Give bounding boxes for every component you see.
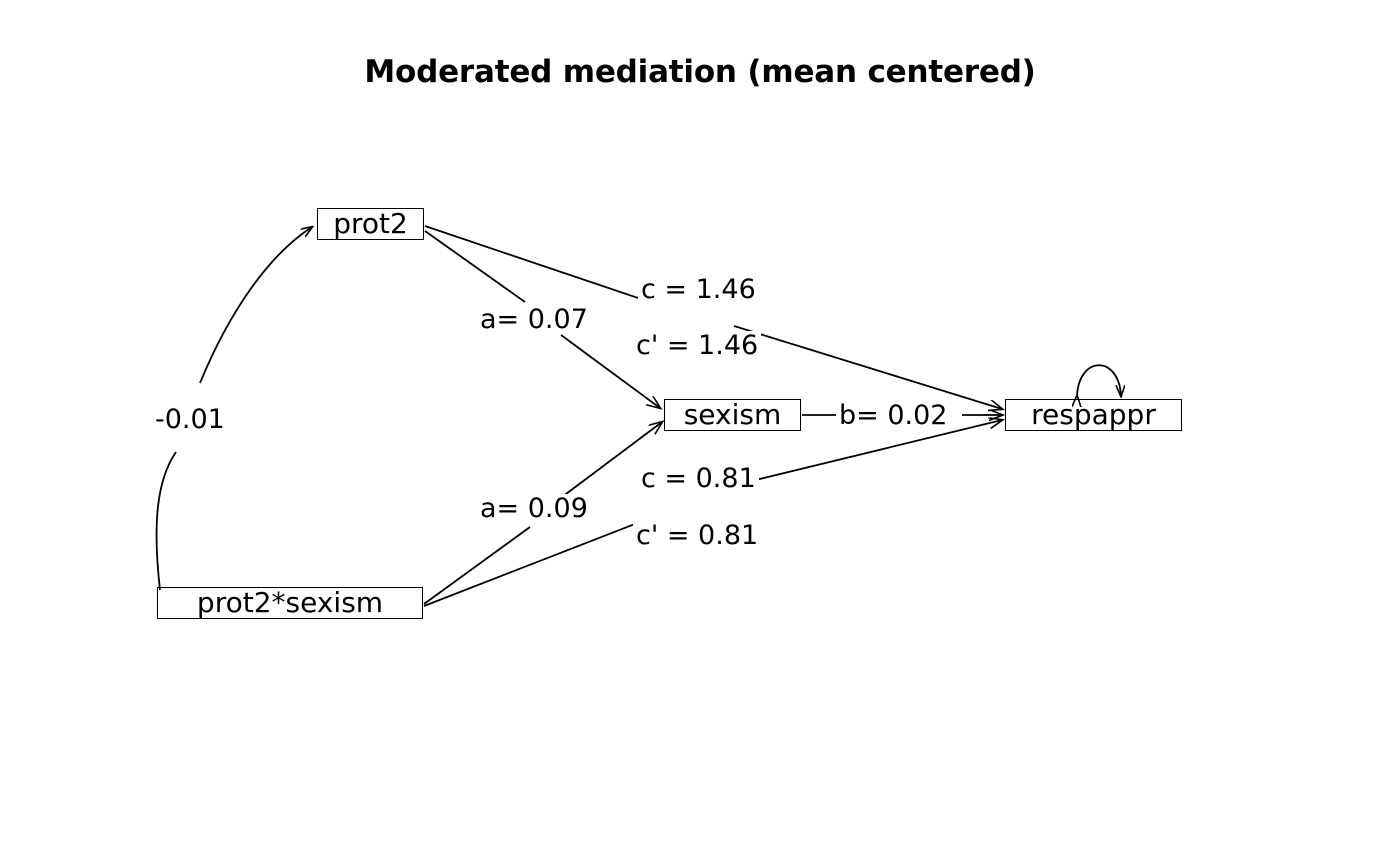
node-prot2[interactable]: prot2 <box>317 208 424 240</box>
node-respappr-label: respappr <box>1031 398 1156 431</box>
edge-label-cprime-prot2: c' = 1.46 <box>633 331 762 360</box>
edge-respappr-residual-loop <box>1077 364 1121 396</box>
edge-moderator-to-respappr <box>423 420 1002 607</box>
node-prot2-x-sexism-label: prot2*sexism <box>196 586 384 619</box>
edge-label-c-moderator: c = 0.81 <box>638 464 759 493</box>
node-prot2-label: prot2 <box>333 207 408 240</box>
edge-label-moderator-to-prot2: -0.01 <box>152 405 228 434</box>
edge-label-a-moderator: a= 0.09 <box>477 494 591 523</box>
edge-moderator-to-prot2 <box>155 227 312 591</box>
node-sexism-label: sexism <box>683 398 782 431</box>
edge-prot2-to-sexism <box>424 230 660 408</box>
node-respappr[interactable]: respappr <box>1005 399 1182 431</box>
edge-label-a-prot2: a= 0.07 <box>477 305 591 334</box>
edge-label-b-sexism: b= 0.02 <box>836 401 951 430</box>
node-sexism[interactable]: sexism <box>664 399 801 431</box>
page-title: Moderated mediation (mean centered) <box>364 54 1036 90</box>
node-prot2-x-sexism[interactable]: prot2*sexism <box>157 587 423 619</box>
edge-label-cprime-moderator: c' = 0.81 <box>633 521 762 550</box>
edge-prot2-to-respappr-total <box>424 225 1002 409</box>
edge-moderator-to-sexism <box>423 422 662 605</box>
edge-label-c-prot2: c = 1.46 <box>638 275 759 304</box>
